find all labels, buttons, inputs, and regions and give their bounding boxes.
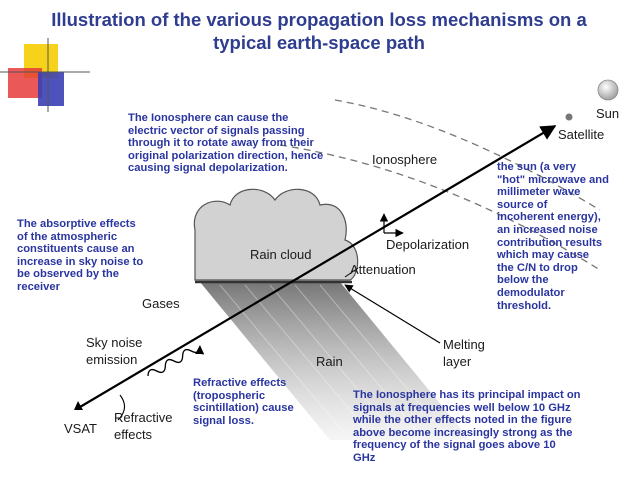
note-line: above become increasingly strong as the bbox=[353, 427, 581, 440]
note-line: receiver bbox=[17, 281, 143, 294]
satellite-label: Satellite bbox=[558, 128, 604, 142]
rain-cloud-label: Rain cloud bbox=[250, 248, 311, 262]
note-line: an increased noise bbox=[497, 224, 609, 237]
note-line: "hot" microwave and bbox=[497, 174, 609, 187]
note-line: which may cause bbox=[497, 249, 609, 262]
note-line: scintillation) cause bbox=[193, 402, 294, 415]
note-line: through it to rotate away from their bbox=[128, 137, 323, 150]
refractive-label-line2: effects bbox=[114, 428, 152, 442]
ionosphere-label: Ionosphere bbox=[372, 153, 437, 167]
sky-noise-label-line2: emission bbox=[86, 353, 137, 367]
note-line: threshold. bbox=[497, 300, 609, 313]
note-line: signal loss. bbox=[193, 415, 294, 428]
note-line: constituents cause an bbox=[17, 243, 143, 256]
sky-noise-label-line1: Sky noise bbox=[86, 336, 142, 350]
rain-cloud bbox=[194, 189, 357, 282]
note-line: The absorptive effects bbox=[17, 218, 143, 231]
note-line: The Ionosphere can cause the bbox=[128, 112, 323, 125]
note-line: the C/N to drop bbox=[497, 262, 609, 275]
note-line: be observed by the bbox=[17, 268, 143, 281]
note-line: The Ionosphere has its principal impact … bbox=[353, 389, 581, 402]
note-line: while the other effects noted in the fig… bbox=[353, 414, 581, 427]
melting-layer-label-line1: Melting bbox=[443, 338, 485, 352]
note-line: incoherent energy), bbox=[497, 211, 609, 224]
note-line: electric vector of signals passing bbox=[128, 125, 323, 138]
note-sun-noise: the sun (a very "hot" microwave and mill… bbox=[497, 161, 609, 312]
gases-label: Gases bbox=[142, 297, 180, 311]
melting-layer-label-line2: layer bbox=[443, 355, 471, 369]
note-line: the sun (a very bbox=[497, 161, 609, 174]
note-line: increase in sky noise to bbox=[17, 256, 143, 269]
note-line: of the atmospheric bbox=[17, 231, 143, 244]
note-line: causing signal depolarization. bbox=[128, 162, 323, 175]
note-line: contribution results bbox=[497, 237, 609, 250]
note-line: demodulator bbox=[497, 287, 609, 300]
note-ionosphere-rotation: The Ionosphere can cause the electric ve… bbox=[128, 112, 323, 175]
rain-label: Rain bbox=[316, 355, 343, 369]
note-absorptive: The absorptive effects of the atmospheri… bbox=[17, 218, 143, 294]
vsat-label: VSAT bbox=[64, 422, 97, 436]
note-ionosphere-impact: The Ionosphere has its principal impact … bbox=[353, 389, 581, 465]
note-line: source of bbox=[497, 199, 609, 212]
note-line: frequency of the signal goes above 10 bbox=[353, 439, 581, 452]
note-line: signals at frequencies well below 10 GHz bbox=[353, 402, 581, 415]
note-line: below the bbox=[497, 274, 609, 287]
note-line: Refractive effects bbox=[193, 377, 294, 390]
depolarization-label: Depolarization bbox=[386, 238, 469, 252]
note-line: original polarization direction, hence bbox=[128, 150, 323, 163]
note-line: (tropospheric bbox=[193, 390, 294, 403]
refractive-label-line1: Refractive bbox=[114, 411, 173, 425]
attenuation-label: Attenuation bbox=[350, 263, 416, 277]
note-line: GHz bbox=[353, 452, 581, 465]
note-line: millimeter wave bbox=[497, 186, 609, 199]
note-refractive: Refractive effects (tropospheric scintil… bbox=[193, 377, 294, 427]
satellite-icon bbox=[566, 114, 573, 121]
sun-label: Sun bbox=[596, 107, 619, 121]
sky-noise-squiggle bbox=[146, 343, 202, 380]
sun-icon bbox=[598, 80, 618, 100]
